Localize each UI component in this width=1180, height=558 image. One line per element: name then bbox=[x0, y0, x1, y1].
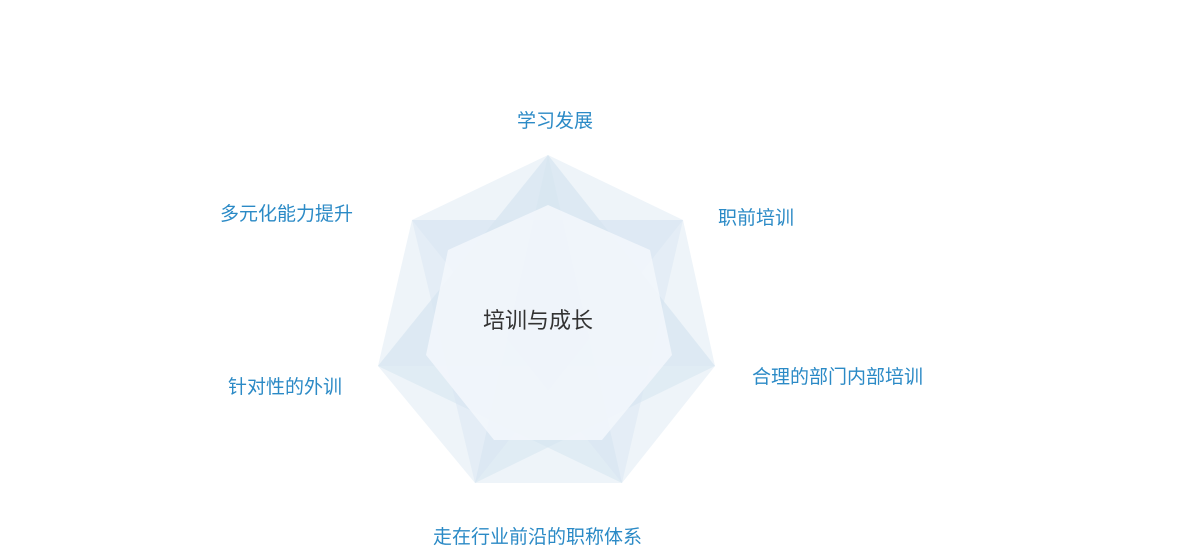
node-label-upper-left: 多元化能力提升 bbox=[220, 203, 354, 225]
center-title: 培训与成长 bbox=[483, 309, 594, 334]
node-label-bottom: 走在行业前沿的职称体系 bbox=[433, 526, 643, 548]
node-label-lower-right: 合理的部门内部培训 bbox=[752, 366, 924, 388]
node-label-upper-right: 职前培训 bbox=[718, 207, 795, 229]
node-label-top: 学习发展 bbox=[517, 110, 594, 132]
inner-heptagon bbox=[426, 205, 672, 440]
node-label-lower-left: 针对性的外训 bbox=[228, 376, 343, 398]
